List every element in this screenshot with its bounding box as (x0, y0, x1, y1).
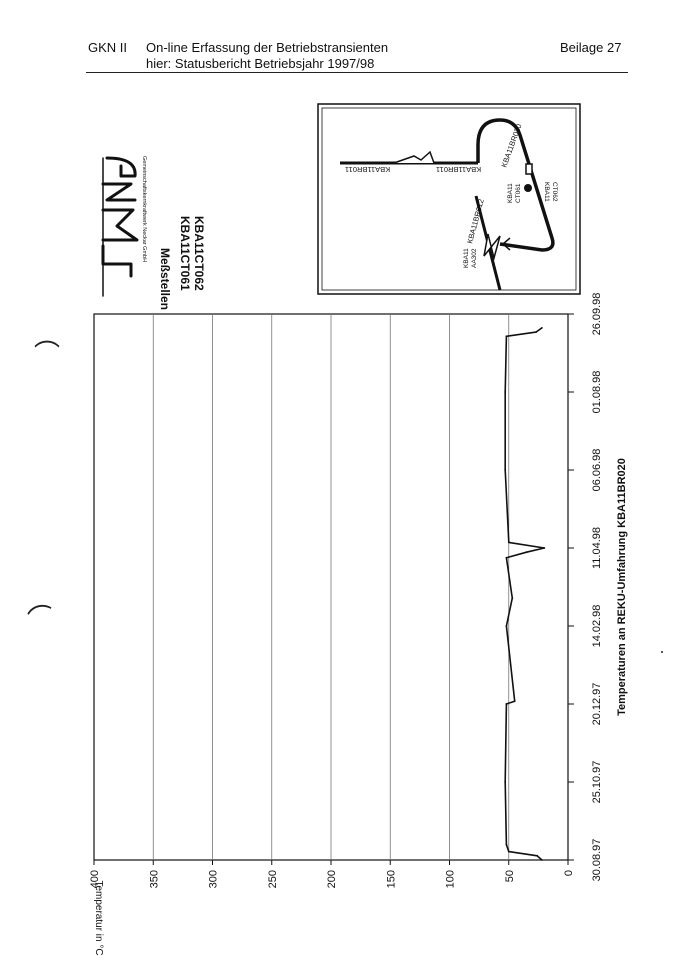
date-tick-label: 06.06.98 (591, 449, 603, 492)
header-divider (86, 72, 628, 73)
date-tick-label: 26.09.98 (591, 293, 603, 336)
temperature-tick-label: 100 (445, 870, 457, 888)
data-point (505, 843, 508, 846)
data-point (507, 541, 510, 544)
legend-title: Meßstellen (158, 248, 172, 310)
sensor-ct061-icon (524, 184, 532, 192)
temperature-tick-label: 400 (89, 870, 101, 888)
data-point (541, 327, 543, 329)
data-point (504, 469, 507, 471)
diagram-frame (317, 103, 581, 295)
binder-hole-mark: ⌒ (34, 340, 61, 370)
data-point (513, 700, 516, 703)
header-subtitle: hier: Statusbericht Betriebsjahr 1997/98 (146, 56, 375, 71)
temperature-axis-label: Temperatur in °C (93, 880, 104, 955)
flow-arrow-icon (502, 237, 511, 251)
temperature-chart: 0 50 100 150 200 250 300 350 400 30.08.97 25.10.9… (89, 293, 628, 956)
label-ct061: KBA11 (507, 183, 514, 203)
temperature-tick-label: 50 (504, 870, 516, 882)
date-tick-label: 01.08.98 (591, 371, 603, 414)
data-point (511, 597, 514, 599)
sensor-ct062-icon (525, 163, 533, 175)
data-point (504, 391, 507, 393)
label-valve: AA302 (471, 248, 478, 268)
pipe-kba11br020 (476, 118, 555, 252)
data-point (505, 556, 508, 559)
scan-speck (661, 651, 663, 653)
temperature-tick-label: 300 (208, 870, 220, 888)
header-title: On-line Erfassung der Betriebstransiente… (146, 40, 389, 55)
label-valve: KBA11 (463, 248, 470, 268)
series-layer (504, 327, 546, 861)
date-tick-label: 25.10.97 (591, 761, 603, 804)
label-kba11br011: KBA11BR011 (436, 165, 481, 174)
pipe-connection-symbol (393, 150, 435, 164)
gkn-logo (101, 156, 139, 297)
label-ct062: KBA11 (543, 182, 550, 202)
data-point (525, 551, 528, 554)
data-point (504, 781, 507, 783)
temperature-tick-label: 350 (148, 870, 160, 888)
date-tick-label: 20.12.97 (591, 683, 603, 726)
label-ct062: CT062 (551, 182, 558, 202)
data-point (507, 850, 510, 853)
temperature-tick-label: 200 (326, 870, 338, 888)
date-tick-label: 14.02.98 (591, 605, 603, 648)
diagram-inner-frame (321, 107, 577, 291)
temperature-ticks: 0 50 100 150 200 250 300 350 400 (89, 860, 575, 888)
date-tick-label: 11.04.98 (591, 527, 603, 569)
date-tick-label: 30.08.97 (591, 839, 603, 882)
data-point (505, 703, 508, 705)
label-kba11br011: KBA11BR011 (345, 165, 390, 174)
series-line (504, 327, 546, 861)
data-point (543, 547, 546, 549)
temperature-tick-label: 0 (563, 870, 575, 876)
label-kba11br020: KBA11BR020 (499, 123, 523, 169)
data-point (505, 625, 508, 627)
logo-block: Gemeinschaftskernkraftwerk Neckar GmbH M… (101, 156, 206, 310)
piping-diagram: KBA11BR011 KBA11BR011 KBA11BR020 KBA11BR… (317, 103, 581, 295)
header-attachment-number: Beilage 27 (560, 40, 622, 55)
logo-caption: Gemeinschaftskernkraftwerk Neckar GmbH (141, 156, 147, 262)
header-plant: GKN II (88, 40, 128, 55)
data-point (535, 331, 537, 333)
legend-item: KBA11CT062 (192, 216, 206, 291)
label-ct061: CT061 (515, 183, 522, 203)
data-point (505, 335, 508, 338)
valve-icon (483, 233, 501, 261)
grid-lines (152, 314, 510, 860)
data-point (541, 859, 543, 861)
date-ticks: 30.08.97 25.10.97 20.12.97 14.02.98 11.04.98… (568, 293, 603, 882)
temperature-tick-label: 250 (267, 870, 279, 888)
chart-title: Temperaturen an REKU-Umfahrung KBA11BR02… (616, 458, 628, 716)
temperature-tick-label: 150 (385, 870, 397, 888)
data-point (536, 854, 539, 857)
legend-item: KBA11CT061 (178, 216, 192, 291)
